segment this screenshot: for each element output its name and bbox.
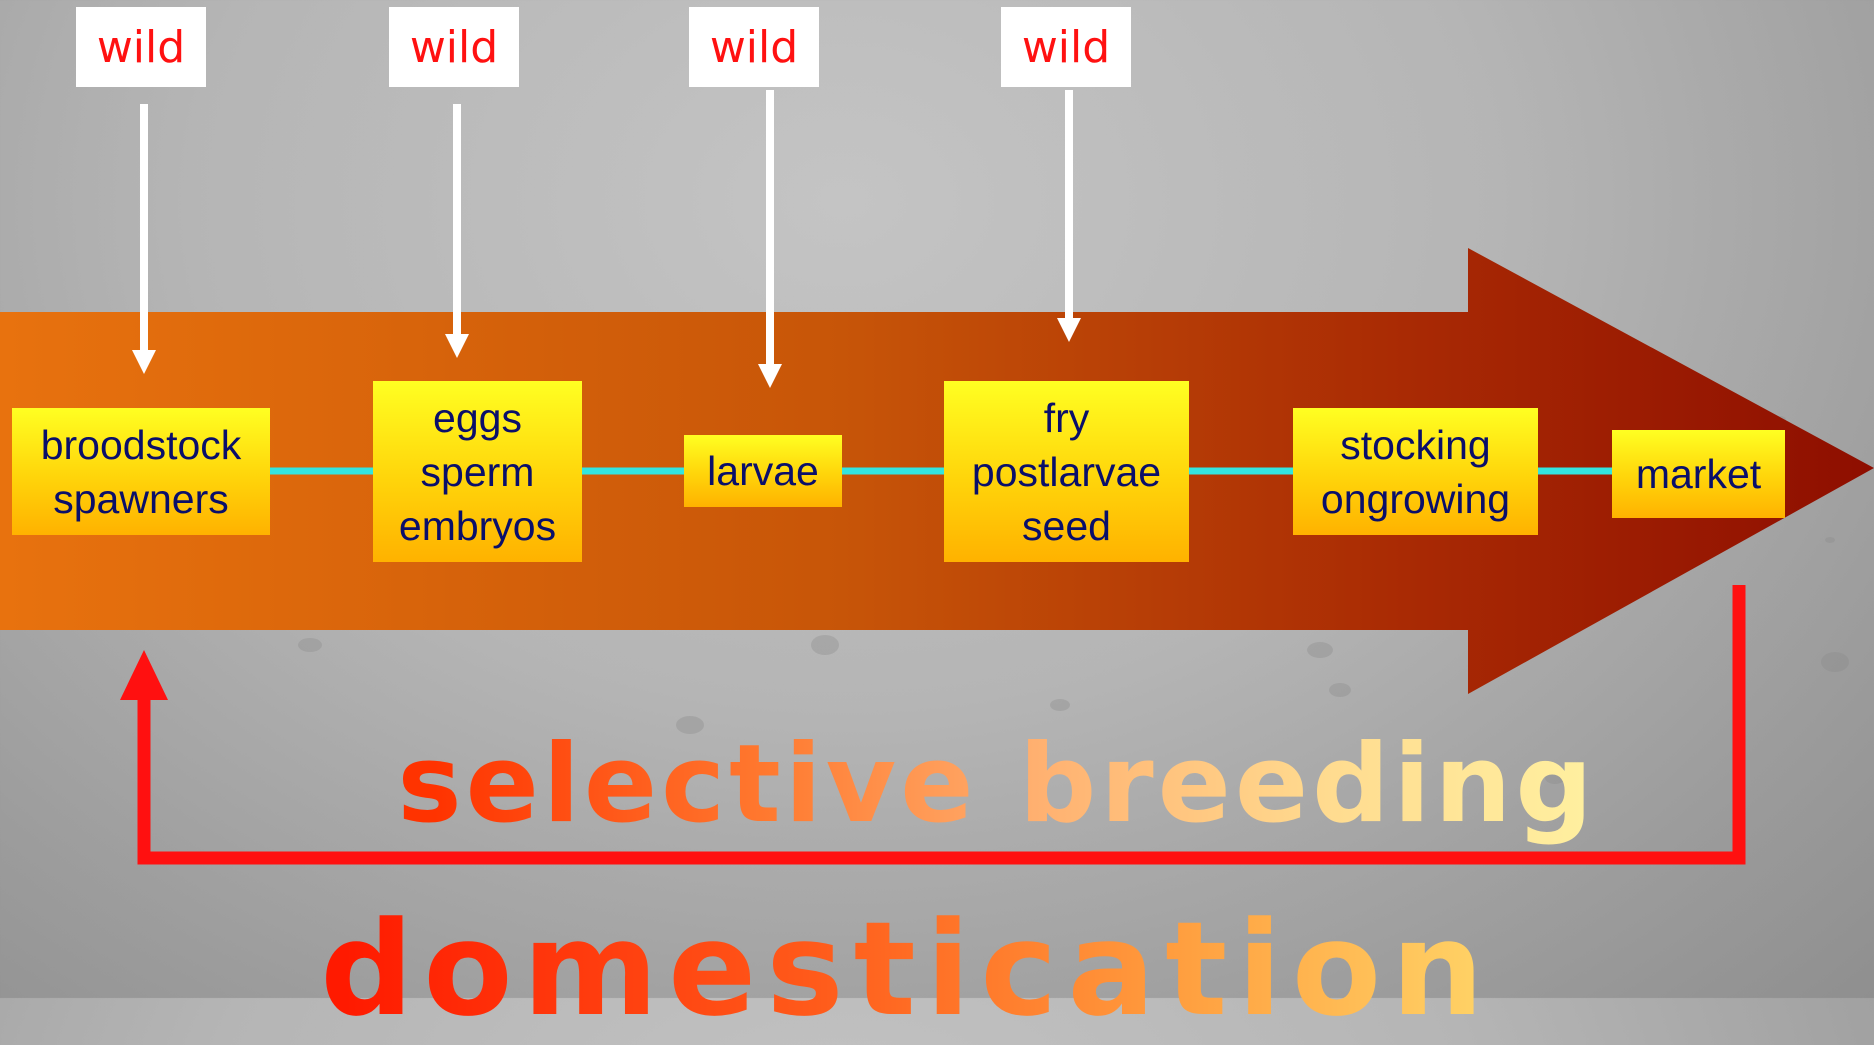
stage-line: stocking xyxy=(1340,418,1490,472)
diagram-canvas: wild wild wild wild broodstock spawners … xyxy=(0,0,1874,998)
stage-line: larvae xyxy=(707,444,819,498)
stage-line: seed xyxy=(1022,499,1111,553)
wild-label-2: wild xyxy=(389,7,519,87)
wild-arrow-4 xyxy=(1057,90,1081,342)
wild-label-3: wild xyxy=(689,7,819,87)
selective-breeding-caption: selective breeding xyxy=(60,722,1874,847)
wild-label-4: wild xyxy=(1001,7,1131,87)
stage-broodstock: broodstock spawners xyxy=(12,408,270,535)
stage-eggs: eggs sperm embryos xyxy=(373,381,582,562)
stage-line: fry xyxy=(1044,391,1090,445)
stage-stocking: stocking ongrowing xyxy=(1293,408,1538,535)
diagram-graphics xyxy=(0,0,1874,998)
stage-line: eggs xyxy=(433,391,522,445)
wild-label-1: wild xyxy=(76,7,206,87)
stage-line: sperm xyxy=(421,445,535,499)
stage-line: broodstock xyxy=(41,418,242,472)
stage-line: postlarvae xyxy=(972,445,1161,499)
stage-line: market xyxy=(1636,447,1761,501)
domestication-caption: domestication xyxy=(0,893,1844,1045)
stage-fry: fry postlarvae seed xyxy=(944,381,1189,562)
stage-line: ongrowing xyxy=(1321,472,1510,526)
stage-line: embryos xyxy=(399,499,556,553)
stage-market: market xyxy=(1612,430,1785,518)
stage-larvae: larvae xyxy=(684,435,842,507)
stage-line: spawners xyxy=(53,472,228,526)
